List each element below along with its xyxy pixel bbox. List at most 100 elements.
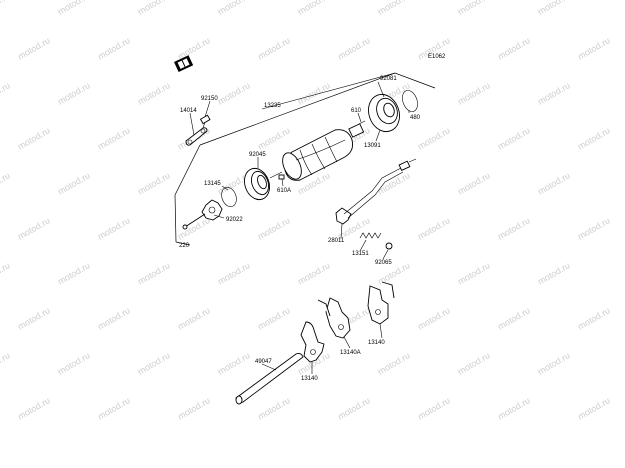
watermark-text: motod.ru bbox=[456, 0, 492, 17]
watermark-text: motod.ru bbox=[336, 395, 372, 421]
shift-rod-49047 bbox=[235, 352, 304, 405]
bearing-92045 bbox=[244, 167, 270, 201]
watermark-text: motod.ru bbox=[0, 80, 12, 106]
watermark-text: motod.ru bbox=[296, 0, 332, 17]
watermark-text: motod.ru bbox=[496, 395, 532, 421]
pin-610 bbox=[358, 120, 366, 125]
watermark-text: motod.ru bbox=[216, 260, 252, 286]
watermark-text: motod.ru bbox=[56, 260, 92, 286]
watermark-text: motod.ru bbox=[16, 125, 52, 151]
watermark-text: motod.ru bbox=[376, 350, 412, 376]
watermark-text: motod.ru bbox=[456, 80, 492, 106]
bearing-13091 bbox=[368, 93, 400, 133]
diagram-code: E1062 bbox=[428, 54, 446, 60]
pin-610a bbox=[278, 174, 285, 180]
label-49047: 49047 bbox=[255, 359, 272, 365]
watermark-text: motod.ru bbox=[136, 0, 172, 17]
label-92022: 92022 bbox=[226, 217, 243, 223]
watermark-text: motod.ru bbox=[536, 0, 572, 17]
watermark-text: motod.ru bbox=[416, 215, 452, 241]
shift-cam-92022 bbox=[201, 199, 223, 221]
watermark-text: motod.ru bbox=[96, 305, 132, 331]
watermark-text: motod.ru bbox=[176, 215, 212, 241]
shift-fork-left bbox=[300, 321, 325, 363]
watermark-text: motod.ru bbox=[336, 35, 372, 61]
watermark-text: motod.ru bbox=[96, 125, 132, 151]
watermark-text: motod.ru bbox=[456, 170, 492, 196]
watermark-text: motod.ru bbox=[216, 80, 252, 106]
label-610: 610 bbox=[351, 108, 362, 114]
watermark-text: motod.ru bbox=[496, 305, 532, 331]
snap-ring-480 bbox=[402, 90, 418, 112]
label-13145: 13145 bbox=[204, 181, 221, 187]
watermark-text: motod.ru bbox=[216, 350, 252, 376]
label-13235: 13235 bbox=[264, 103, 281, 109]
watermark-text: motod.ru bbox=[456, 260, 492, 286]
watermark-text: motod.ru bbox=[496, 215, 532, 241]
label-13140-right: 13140 bbox=[368, 340, 385, 346]
label-92065: 92065 bbox=[375, 260, 392, 266]
watermark-text: motod.ru bbox=[576, 215, 612, 241]
watermark-text: motod.ru bbox=[16, 305, 52, 331]
watermark-text: motod.ru bbox=[56, 80, 92, 106]
label-13140a: 13140A bbox=[340, 350, 361, 356]
watermark-text: motod.ru bbox=[96, 395, 132, 421]
label-92081: 92081 bbox=[380, 76, 397, 82]
watermark-text: motod.ru bbox=[256, 395, 292, 421]
watermark-text: motod.ru bbox=[136, 80, 172, 106]
watermark-text: motod.ru bbox=[0, 350, 12, 376]
watermark-text: motod.ru bbox=[0, 260, 12, 286]
watermark-text: motod.ru bbox=[456, 350, 492, 376]
watermark-text: motod.ru bbox=[56, 170, 92, 196]
watermark-text: motod.ru bbox=[496, 125, 532, 151]
watermark-text: motod.ru bbox=[536, 350, 572, 376]
label-92150: 92150 bbox=[201, 96, 218, 102]
watermark-text: motod.ru bbox=[0, 0, 12, 17]
washer-92065 bbox=[385, 242, 393, 250]
watermark-text: motod.ru bbox=[136, 350, 172, 376]
watermark-text: motod.ru bbox=[16, 35, 52, 61]
watermark-text: motod.ru bbox=[96, 35, 132, 61]
watermark-text: motod.ru bbox=[376, 0, 412, 17]
manual-book-icon bbox=[174, 55, 194, 72]
leader-lines bbox=[189, 72, 410, 374]
watermark-text: motod.ru bbox=[536, 170, 572, 196]
label-480: 480 bbox=[410, 115, 421, 121]
watermark-text: motod.ru bbox=[136, 170, 172, 196]
label-14014: 14014 bbox=[180, 108, 197, 114]
watermark-text: motod.ru bbox=[176, 305, 212, 331]
shift-fork-center bbox=[317, 297, 351, 339]
watermark-text: motod.ru bbox=[376, 170, 412, 196]
watermark-text: motod.ru bbox=[296, 260, 332, 286]
shift-shaft-28011 bbox=[335, 158, 417, 225]
bolt-220 bbox=[182, 213, 206, 230]
part-labels: 92150 14014 13235 92081 610 480 13091 92… bbox=[179, 76, 421, 382]
watermark-text: motod.ru bbox=[136, 260, 172, 286]
label-28011: 28011 bbox=[328, 238, 345, 244]
label-13091: 13091 bbox=[364, 143, 381, 149]
label-610a: 610A bbox=[277, 188, 291, 194]
watermark-text: motod.ru bbox=[256, 305, 292, 331]
watermark-text: motod.ru bbox=[56, 0, 92, 17]
positioning-lever bbox=[185, 127, 208, 146]
circlip-13145 bbox=[221, 187, 237, 207]
label-13140-left: 13140 bbox=[301, 376, 318, 382]
watermark-text: motod.ru bbox=[576, 395, 612, 421]
label-92045: 92045 bbox=[249, 152, 266, 158]
watermark-text: motod.ru bbox=[496, 35, 532, 61]
shift-drum bbox=[269, 123, 365, 181]
watermark-text: motod.ru bbox=[576, 305, 612, 331]
watermark-text: motod.ru bbox=[16, 395, 52, 421]
watermark-text: motod.ru bbox=[536, 80, 572, 106]
bolt-92150 bbox=[199, 114, 211, 129]
watermark-text: motod.ru bbox=[216, 0, 252, 17]
watermark-text: motod.ru bbox=[256, 125, 292, 151]
watermark-text: motod.ru bbox=[176, 395, 212, 421]
watermark-text: motod.ru bbox=[576, 125, 612, 151]
watermark-text: motod.ru bbox=[56, 350, 92, 376]
watermark-text: motod.ru bbox=[416, 395, 452, 421]
watermark-text: motod.ru bbox=[0, 170, 12, 196]
label-13151: 13151 bbox=[352, 251, 369, 257]
watermark-text: motod.ru bbox=[416, 305, 452, 331]
